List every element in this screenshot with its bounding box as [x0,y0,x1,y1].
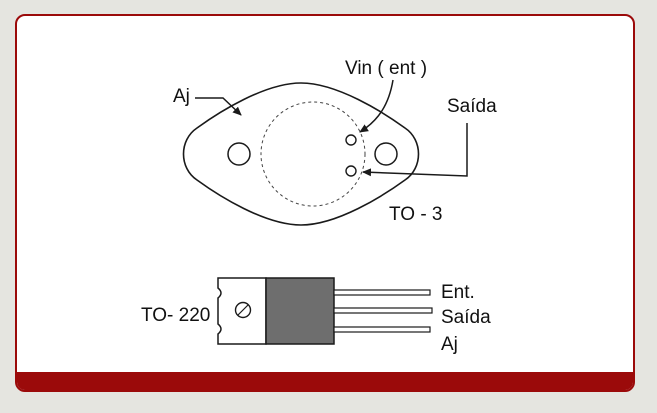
to3-mounting-hole-right [374,142,398,166]
to220-lead-1 [333,289,431,296]
diagram-card: Aj Vin ( ent ) Saída TO - 3 TO- 220 Ent.… [15,14,635,392]
to3-label-vin: Vin ( ent ) [345,58,428,79]
to220-lead-3 [333,326,431,333]
arrow-out [362,123,468,177]
footer-bar [17,372,633,390]
to220-body [265,277,335,345]
to3-outline [182,82,420,226]
to3-package [182,82,420,226]
to3-package-label: TO - 3 [389,204,443,225]
to3-pin-vin [345,134,357,146]
to220-label-pin-2: Saída [441,307,491,328]
to3-can-outline [260,101,366,207]
to220-hole-slot [237,304,249,316]
to3-label-out: Saída [447,96,497,117]
to3-label-adj: Aj [173,86,190,107]
to220-package-label: TO- 220 [141,305,211,326]
package-diagram [182,79,468,345]
to220-mounting-hole [234,301,252,319]
to3-pin-out [345,165,357,177]
arrow-adj [195,97,242,116]
to220-lead-2 [333,307,433,314]
to220-label-pin-1: Ent. [441,282,475,303]
to3-mounting-hole-left [227,142,251,166]
to220-label-pin-3: Aj [441,334,458,355]
arrow-vin [359,79,394,133]
to220-package [217,277,433,345]
